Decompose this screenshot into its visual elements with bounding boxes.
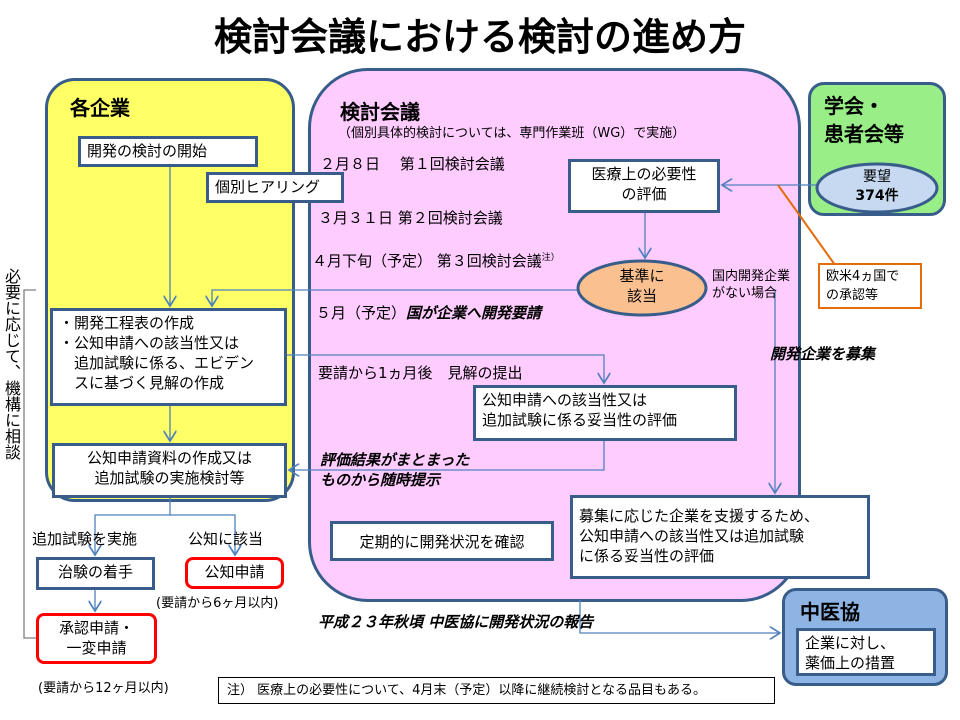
meeting-3-note: 注） xyxy=(541,253,560,263)
validity-line: 追加試験に係る妥当性の評価 xyxy=(482,411,678,429)
docs-box: 公知申請資料の作成又は 追加試験の実施検討等 xyxy=(52,443,287,498)
approval-line: 承認申請・ xyxy=(58,619,134,637)
necessity-line: の評価 xyxy=(621,185,667,203)
meeting-1: ２月８日 第１回検討会議 xyxy=(320,155,505,173)
approval-note-box: 欧米4ヵ国で の承認等 xyxy=(818,263,922,309)
criteria-line: 該当 xyxy=(626,287,657,305)
measure-line: 薬価上の措置 xyxy=(805,654,896,672)
arrow-request-to-plan xyxy=(212,289,578,306)
plan-box: ・開発工程表の作成 ・公知申請への該当性又は 追加試験に係る、エビデン スに基づ… xyxy=(50,308,287,406)
arrow-to-trial xyxy=(95,497,171,555)
validity-box: 公知申請への該当性又は 追加試験に係る妥当性の評価 xyxy=(473,385,737,441)
society-heading-line: 学会・ xyxy=(824,94,884,118)
necessity-line: 医療上の必要性 xyxy=(591,165,697,183)
arrow-opinion-to-eval xyxy=(287,354,604,383)
approval-note-line: の承認等 xyxy=(826,288,879,303)
request-ellipse xyxy=(815,162,939,214)
results-line: ものから随時提示 xyxy=(320,471,441,489)
plan-line: ・開発工程表の作成 xyxy=(59,314,195,332)
validity-line: 公知申請への該当性又は xyxy=(482,391,648,409)
no-domestic-line: がない場合 xyxy=(712,286,778,301)
arrow-report-to-chuikyo xyxy=(579,600,780,633)
request-text: 要望 374件 xyxy=(817,168,937,206)
public-application-box: 公知申請 xyxy=(185,557,284,589)
docs-line: 追加試験の実施検討等 xyxy=(94,469,245,487)
council-heading: 検討会議 xyxy=(340,100,420,124)
arrow-to-public xyxy=(170,514,235,555)
measure-line: 企業に対し、 xyxy=(805,634,896,652)
one-month-text: 要請から1ヵ月後 見解の提出 xyxy=(318,364,523,382)
criteria-line: 基準に xyxy=(619,267,665,285)
may-prefix: ５月（予定） xyxy=(316,304,407,322)
criteria-text: 基準に 該当 xyxy=(578,266,706,306)
meeting-3-text: ４月下旬（予定） 第３回検討会議 xyxy=(312,252,542,270)
start-box: 開発の検討の開始 xyxy=(78,136,258,167)
results-line: 評価結果がまとまった xyxy=(320,451,470,469)
companies-heading: 各企業 xyxy=(70,96,130,120)
approval-box: 承認申請・ 一変申請 xyxy=(36,613,157,664)
orange-callout-line xyxy=(777,184,836,266)
support-line: 募集に応じた企業を支援するため、 xyxy=(579,507,820,525)
society-heading: 学会・ 患者会等 xyxy=(824,92,904,148)
public-deadline: (要請から6ヶ月以内) xyxy=(156,596,279,611)
society-heading-line: 患者会等 xyxy=(824,122,904,146)
measure-box: 企業に対し、 薬価上の措置 xyxy=(796,628,936,676)
docs-line: 公知申請資料の作成又は xyxy=(86,449,252,467)
report-text: 平成２３年秋頃 中医協に開発状況の報告 xyxy=(318,613,594,631)
criteria-ellipse xyxy=(576,259,708,317)
plan-line: ・公知申請への該当性又は xyxy=(59,334,240,352)
necessity-box: 医療上の必要性 の評価 xyxy=(568,159,720,213)
consult-side-text: 必要に応じて、機構に相談 xyxy=(2,268,21,460)
request-count: 374件 xyxy=(855,188,899,204)
branch-public-label: 公知に該当 xyxy=(188,530,264,548)
may-request: ５月（予定）国が企業へ開発要請 xyxy=(316,302,541,323)
arrow-results-to-docs xyxy=(289,440,605,470)
recruit-text: 開発企業を募集 xyxy=(770,345,876,363)
no-domestic-line: 国内開発企業 xyxy=(712,269,791,284)
no-domestic-text: 国内開発企業 がない場合 xyxy=(712,268,790,302)
periodic-box: 定期的に開発状況を確認 xyxy=(330,521,554,561)
branch-trial-label: 追加試験を実施 xyxy=(32,530,138,548)
hearing-box: 個別ヒアリング xyxy=(206,172,344,203)
support-box: 募集に応じた企業を支援するため、 公知申請への該当性又は追加試験 に係る妥当性の… xyxy=(570,495,870,579)
approval-deadline: (要請から12ヶ月以内) xyxy=(38,681,169,696)
meeting-2: ３月３１日 第２回検討会議 xyxy=(318,209,503,227)
approval-note-line: 欧米4ヵ国で xyxy=(826,269,900,284)
chuikyo-heading: 中医協 xyxy=(800,600,860,624)
plan-line: スに基づく見解の作成 xyxy=(59,374,225,392)
results-text: 評価結果がまとまった ものから随時提示 xyxy=(320,450,469,490)
meeting-3: ４月下旬（予定） 第３回検討会議注） xyxy=(312,250,560,271)
consult-bracket xyxy=(23,289,36,639)
trial-start-box: 治験の着手 xyxy=(36,557,155,590)
footnote: 注） 医療上の必要性について、4月末（予定）以降に継続検討となる品目もある。 xyxy=(218,677,775,704)
approval-line: 一変申請 xyxy=(66,639,127,657)
request-label: 要望 xyxy=(863,169,891,185)
may-request-text: 国が企業へ開発要請 xyxy=(406,304,542,322)
support-line: に係る妥当性の評価 xyxy=(579,547,715,565)
council-subtitle: （個別具体的検討については、専門作業班（WG）で実施） xyxy=(338,126,686,141)
page-title: 検討会議における検討の進め方 xyxy=(213,15,746,59)
plan-line: 追加試験に係る、エビデン xyxy=(59,354,255,372)
support-line: 公知申請への該当性又は追加試験 xyxy=(579,527,805,545)
